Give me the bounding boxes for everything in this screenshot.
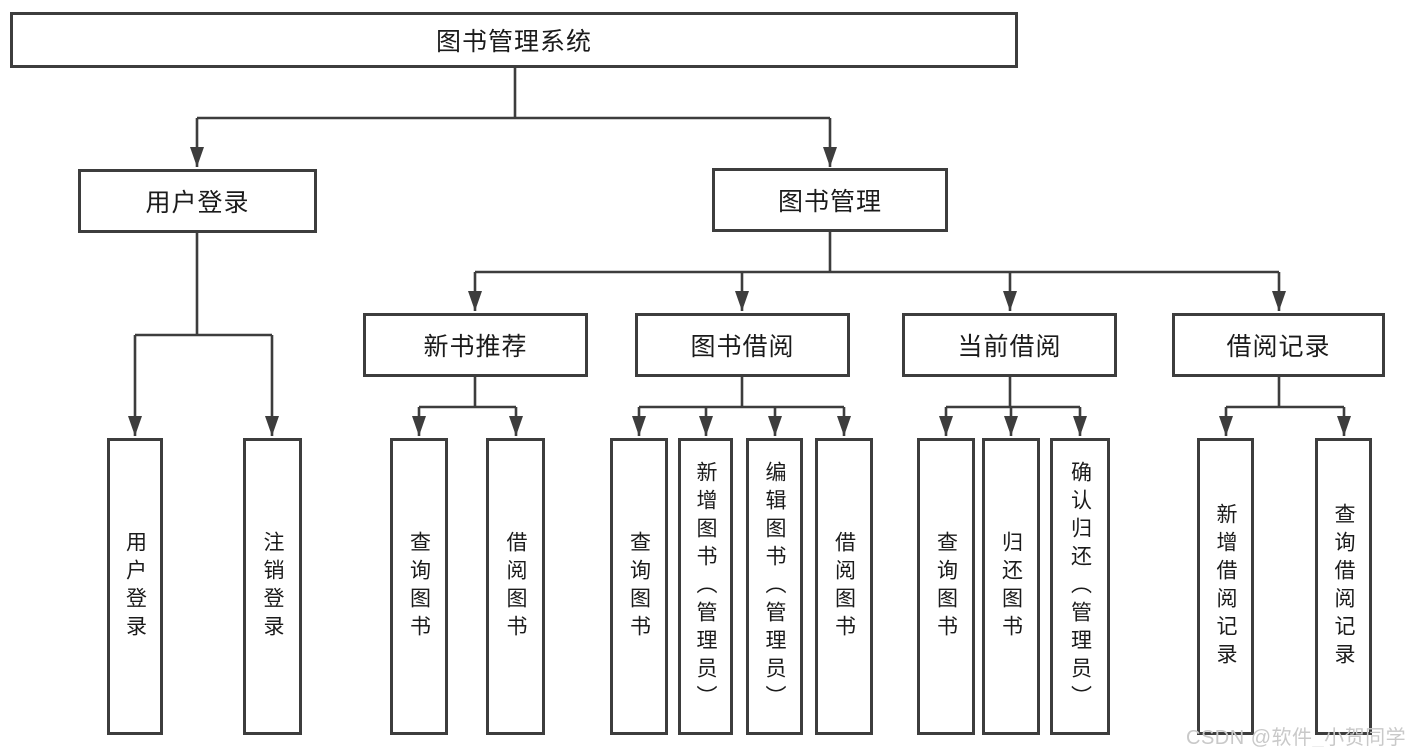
connector-root-to-level2 [190, 68, 837, 167]
leaf-add-borrow-record: 新增借阅记录 [1197, 438, 1254, 735]
leaf-label: 借阅图书 [832, 530, 856, 643]
node-label: 用户登录 [145, 189, 250, 217]
connector-current-borrowing-to-leaves [939, 377, 1087, 436]
node-borrow-records: 借阅记录 [1172, 313, 1385, 377]
connector-book-management-to-level3 [468, 232, 1286, 311]
leaf-label: 注销登录 [261, 530, 284, 643]
node-label: 借阅记录 [1226, 333, 1331, 361]
node-label: 图书借阅 [690, 333, 795, 361]
node-new-book-recommend: 新书推荐 [363, 313, 588, 377]
leaf-query-borrow-record: 查询借阅记录 [1315, 438, 1372, 735]
node-label: 新书推荐 [423, 333, 528, 361]
leaf-borrow-books-recommend: 借阅图书 [486, 438, 545, 735]
leaf-label: 新增图书（管理员） [694, 460, 717, 713]
leaf-edit-books-admin: 编辑图书（管理员） [746, 438, 803, 735]
leaf-label: 查询图书 [934, 530, 958, 643]
connector-borrow-records-to-leaves [1219, 377, 1351, 436]
node-library-management-system: 图书管理系统 [10, 12, 1018, 68]
node-book-management: 图书管理 [712, 168, 948, 232]
node-book-borrowing: 图书借阅 [635, 313, 850, 377]
leaf-label: 查询图书 [627, 530, 651, 643]
connector-user-login-to-leaves [128, 233, 279, 436]
node-label: 图书管理 [777, 188, 882, 216]
leaf-label: 用户登录 [123, 530, 147, 643]
leaf-label: 编辑图书（管理员） [763, 460, 786, 713]
node-label: 图书管理系统 [435, 28, 592, 56]
leaf-label: 归还图书 [999, 530, 1023, 643]
connector-new-book-recommend-to-leaves [412, 377, 523, 436]
leaf-label: 借阅图书 [504, 530, 527, 643]
leaf-borrow-books-borrowing: 借阅图书 [815, 438, 873, 735]
connector-book-borrowing-to-leaves [632, 377, 851, 436]
leaf-query-books-current: 查询图书 [917, 438, 975, 735]
node-user-login: 用户登录 [78, 169, 317, 233]
node-current-borrowing: 当前借阅 [902, 313, 1117, 377]
leaf-label: 查询图书 [407, 530, 431, 643]
leaf-user-login: 用户登录 [107, 438, 163, 735]
leaf-query-books-borrowing: 查询图书 [610, 438, 668, 735]
leaf-query-books-recommend: 查询图书 [390, 438, 448, 735]
leaf-label: 确认归还（管理员） [1068, 460, 1092, 713]
leaf-label: 查询借阅记录 [1332, 502, 1355, 671]
leaf-add-books-admin: 新增图书（管理员） [678, 438, 733, 735]
leaf-confirm-return-admin: 确认归还（管理员） [1050, 438, 1110, 735]
node-label: 当前借阅 [957, 333, 1062, 361]
csdn-watermark: CSDN @软件_小贺同学 [1186, 727, 1405, 747]
leaf-return-books: 归还图书 [982, 438, 1040, 735]
leaf-logout: 注销登录 [243, 438, 302, 735]
leaf-label: 新增借阅记录 [1214, 502, 1237, 671]
